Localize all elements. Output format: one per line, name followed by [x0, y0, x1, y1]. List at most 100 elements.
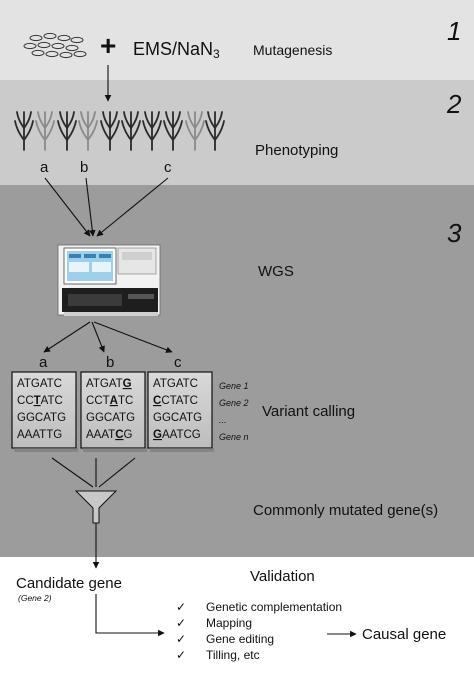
line-a-to-funnel — [51, 457, 94, 488]
step-label-mutagenesis: Mutagenesis — [253, 42, 332, 58]
sequence-base: G — [26, 412, 35, 424]
validation-methods: ✓Genetic complementation✓Mapping✓Gene ed… — [176, 600, 342, 662]
plant-icon — [100, 111, 120, 151]
sequence-base: C — [161, 395, 169, 407]
validation-method: Genetic complementation — [206, 600, 342, 614]
sequence-base: A — [101, 429, 109, 441]
sequence-base: A — [170, 429, 178, 441]
sequence-base: G — [153, 429, 162, 441]
validation-method: Gene editing — [206, 632, 274, 646]
sequence-base: A — [109, 378, 117, 390]
sequence-row: AAATCG — [86, 429, 133, 441]
sequence-box-b — [80, 371, 146, 449]
sequence-base: T — [46, 429, 53, 441]
sequence-base: C — [17, 395, 25, 407]
sequence-box-shadow — [150, 448, 214, 452]
arrow-a-to-sequencer — [44, 177, 91, 237]
line-c-to-funnel — [98, 457, 136, 488]
step-number-3: 3 — [447, 218, 462, 248]
sequence-base: G — [126, 412, 135, 424]
sequence-base: G — [192, 429, 201, 441]
sequence-base: C — [55, 395, 63, 407]
band-mutagenesis — [0, 0, 474, 80]
sequence-base: G — [17, 412, 26, 424]
sequence-base: A — [40, 378, 48, 390]
causal-gene-label: Causal gene — [362, 626, 446, 643]
sequence-base: T — [183, 378, 190, 390]
sequence-box-c — [147, 371, 213, 449]
sequence-row: GAATCG — [153, 429, 201, 441]
sample-label-b: b — [80, 159, 88, 176]
arrow-c-to-sequencer — [96, 177, 169, 237]
band-phenotyping — [0, 80, 474, 185]
plant-icon — [14, 111, 34, 151]
sample-label-c: c — [164, 159, 172, 176]
common-genes-label: Commonly mutated gene(s) — [253, 502, 438, 519]
sequence-base: T — [118, 395, 125, 407]
sequence-base: G — [86, 412, 95, 424]
sequence-base: T — [160, 378, 167, 390]
sequence-base: G — [57, 412, 66, 424]
sample-label-a: a — [40, 159, 49, 176]
sequencer-icon — [57, 244, 161, 316]
plant-icon — [163, 111, 183, 151]
sequence-base: G — [53, 429, 62, 441]
sequence-base: A — [162, 429, 170, 441]
candidate-gene-label: Candidate gene — [16, 575, 122, 592]
arrow-sequencer-to-b — [91, 321, 105, 353]
sequence-base: A — [41, 395, 49, 407]
sequence-box-a — [11, 371, 77, 449]
sequence-base: C — [115, 429, 123, 441]
sequence-base: T — [176, 429, 183, 441]
sequence-base: T — [170, 395, 177, 407]
sequence-base: T — [119, 412, 126, 424]
check-icon: ✓ — [176, 616, 186, 630]
variant-sample-a: a — [39, 354, 48, 371]
plant-icon — [35, 111, 55, 151]
plant-icon — [205, 111, 225, 151]
sequence-base: G — [167, 378, 176, 390]
sequence-base: T — [39, 429, 46, 441]
plant-icon — [57, 111, 77, 151]
sequence-base: T — [116, 378, 123, 390]
gene-label: Gene n — [219, 432, 249, 442]
variant-sample-c: c — [174, 354, 182, 371]
sequence-base: T — [93, 378, 100, 390]
sequence-row: CCTATC — [153, 395, 198, 407]
step-number-2: 2 — [446, 89, 462, 119]
sequence-base: G — [95, 412, 104, 424]
step-number-1: 1 — [447, 16, 461, 46]
candidate-gene-note: (Gene 2) — [18, 593, 52, 603]
step-label-phenotyping: Phenotyping — [255, 142, 338, 159]
plants-row — [14, 111, 225, 151]
sequence-base: C — [190, 378, 198, 390]
gene-label: ... — [219, 415, 227, 425]
sequence-base: A — [153, 378, 161, 390]
sequence-base: A — [176, 395, 184, 407]
sequence-base: T — [24, 378, 31, 390]
sequence-base: C — [125, 395, 133, 407]
sequence-row: AAATTG — [17, 429, 62, 441]
sequence-base: C — [153, 395, 161, 407]
check-icon: ✓ — [176, 632, 186, 646]
sequence-base: G — [162, 412, 171, 424]
sequence-base: C — [94, 395, 102, 407]
step-label-wgs: WGS — [258, 263, 294, 280]
arrow-sequencer-to-a — [43, 321, 91, 353]
plant-icon — [121, 111, 141, 151]
sequence-base: G — [123, 378, 132, 390]
sequence-base: A — [110, 395, 118, 407]
sequence-base: A — [17, 378, 25, 390]
validation-title: Validation — [250, 568, 315, 585]
sequence-base: G — [193, 412, 202, 424]
sequence-base: G — [153, 412, 162, 424]
sequence-base: C — [104, 412, 112, 424]
plus-sign: + — [100, 30, 116, 61]
sequence-row: GGCATG — [17, 412, 66, 424]
band-validation — [0, 557, 474, 686]
sequence-row: GGCATG — [86, 412, 135, 424]
sequence-base: A — [43, 412, 51, 424]
sequence-base: T — [103, 395, 110, 407]
sequence-base: G — [100, 378, 109, 390]
